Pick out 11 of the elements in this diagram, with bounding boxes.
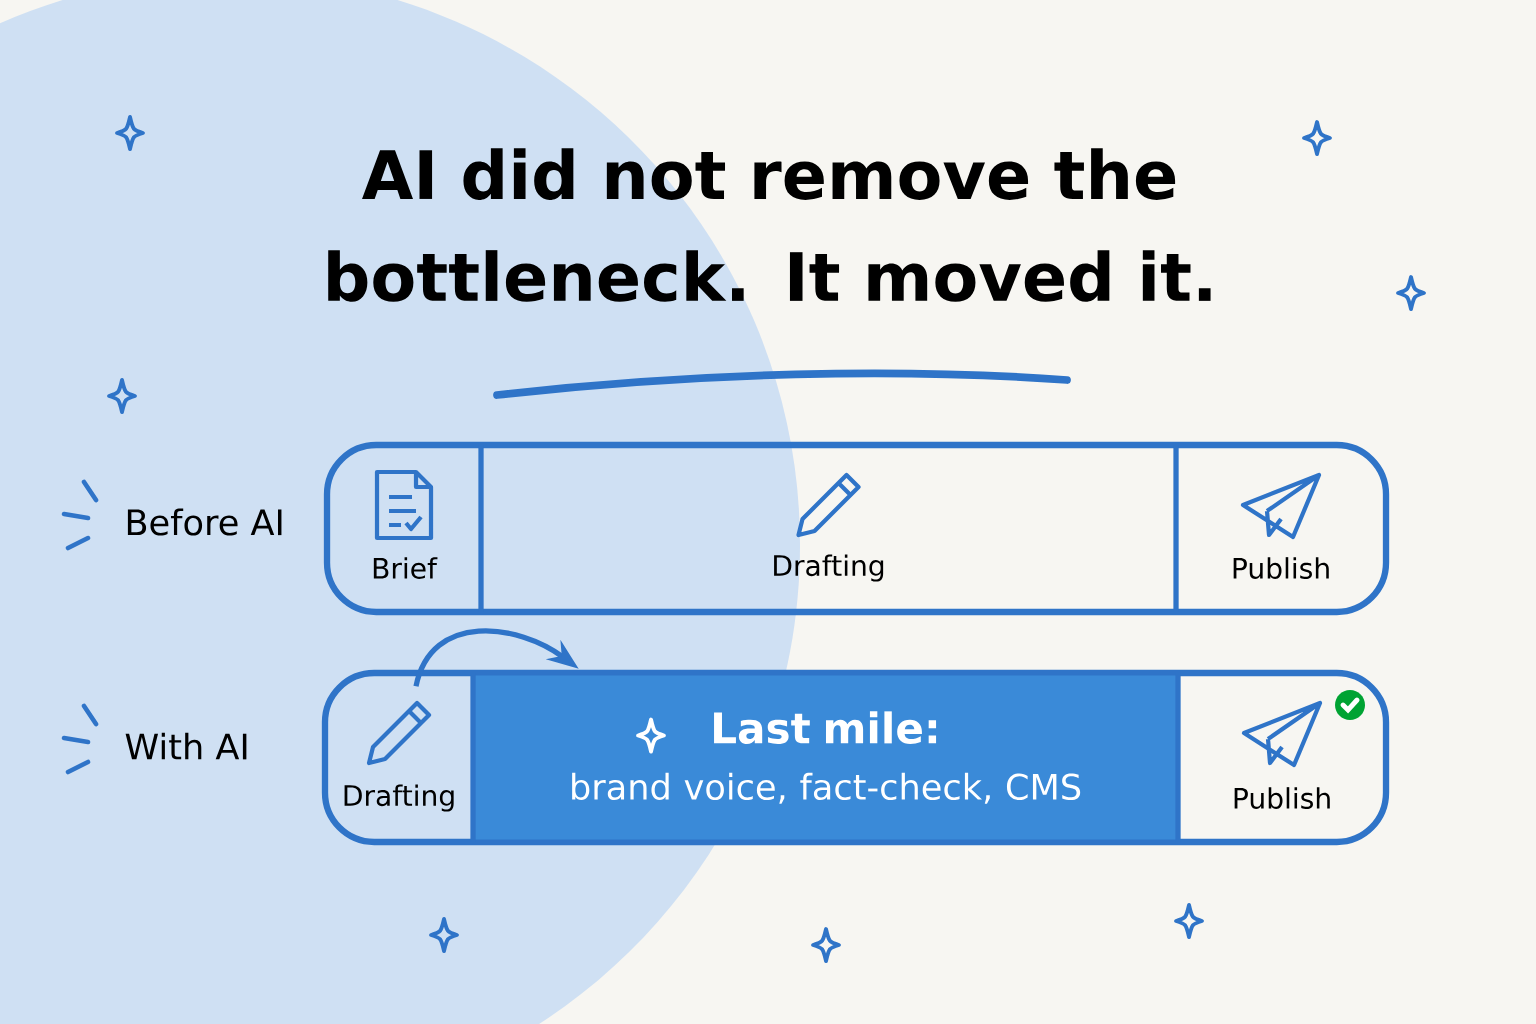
row-label: Before AI bbox=[127, 508, 282, 536]
highlight-cell: Last mile: brand voice, fact-check, CMS bbox=[474, 675, 1177, 840]
cell-label: Drafting bbox=[774, 554, 884, 582]
cell-label: Publish bbox=[1233, 557, 1329, 579]
cell-label: Brief bbox=[373, 557, 438, 579]
cell-label: Drafting bbox=[344, 784, 454, 812]
row-bar bbox=[323, 441, 1390, 616]
title: AI did not remove the bottleneck. It moved it. bbox=[328, 148, 1211, 302]
cell-label: Publish bbox=[1234, 787, 1330, 809]
row-bar bbox=[321, 669, 1390, 846]
row-label: With AI bbox=[125, 732, 247, 760]
